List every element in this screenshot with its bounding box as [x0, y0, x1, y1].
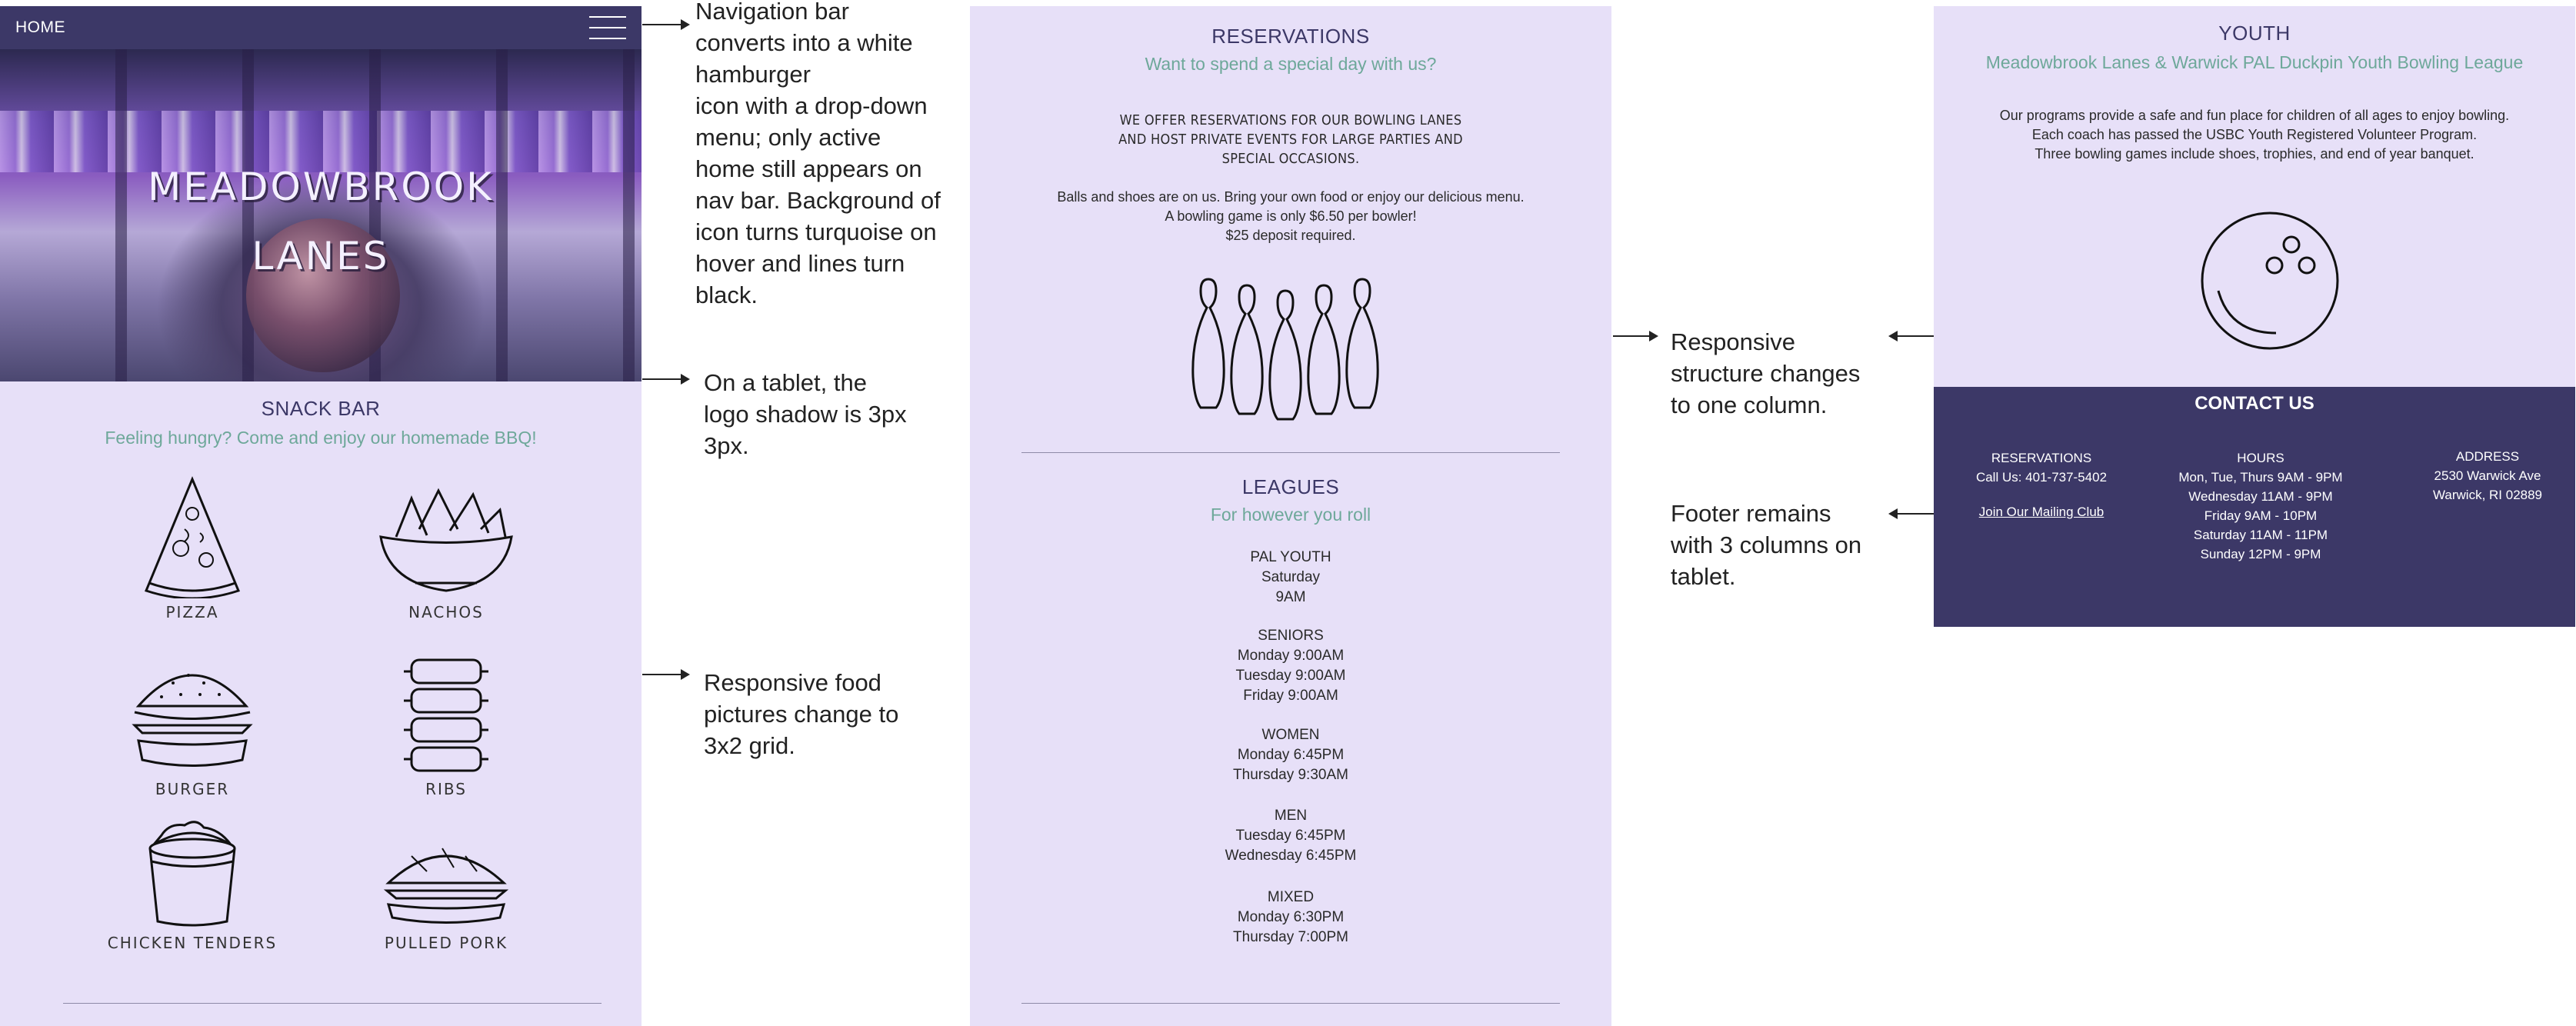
food-label-chicken-tenders: CHICKEN TENDERS: [107, 934, 278, 952]
leagues-title: LEAGUES: [1241, 475, 1340, 498]
section-divider: [1021, 452, 1560, 453]
league-women: WOMEN Monday 6:45PM Thursday 9:30AM: [970, 725, 1611, 785]
pizza-icon: [144, 476, 241, 598]
league-name: PAL YOUTH: [1250, 549, 1331, 565]
tablet-youth-panel: YOUTH Meadowbrook Lanes & Warwick PAL Du…: [1934, 6, 2575, 627]
hero-banner: MEADOWBROOK LANES: [0, 49, 642, 381]
reservations-caps-1: WE OFFER RESERVATIONS FOR OUR BOWLING LA…: [1119, 112, 1462, 128]
footer-col-hours: HOURS Mon, Tue, Thurs 9AM - 9PM Wednesda…: [2161, 448, 2361, 564]
bowling-ball-icon: [2201, 212, 2339, 350]
logo-line-1: MEADOWBROOK: [148, 165, 494, 209]
youth-line-1: Our programs provide a safe and fun plac…: [1999, 108, 2510, 123]
hamburger-menu-icon[interactable]: [589, 16, 626, 39]
league-mixed: MIXED Monday 6:30PM Thursday 7:00PM: [970, 888, 1611, 948]
food-item-burger: BURGER: [115, 652, 269, 821]
food-label-burger: BURGER: [155, 780, 230, 798]
footer-hours-line: Mon, Tue, Thurs 9AM - 9PM: [2178, 470, 2343, 485]
reservations-caps-3: SPECIAL OCCASIONS.: [1221, 151, 1360, 167]
footer-col-reservations: RESERVATIONS Call Us: 401-737-5402 Join …: [1964, 448, 2118, 521]
mailing-club-link[interactable]: Join Our Mailing Club: [1978, 505, 2104, 519]
annotation-nav: Navigation bar converts into a white ham…: [695, 0, 941, 308]
league-name: MIXED: [1267, 889, 1315, 905]
footer-hours-line: Wednesday 11AM - 9PM: [2188, 489, 2333, 504]
reservations-body-1: Balls and shoes are on us. Bring your ow…: [1057, 189, 1525, 205]
reservations-caps-2: AND HOST PRIVATE EVENTS FOR LARGE PARTIE…: [1118, 132, 1463, 148]
footer-addr-title: ADDRESS: [2455, 449, 2520, 464]
youth-title: YOUTH: [2218, 22, 2291, 45]
footer-phone[interactable]: Call Us: 401-737-5402: [1975, 470, 2108, 485]
league-name: MEN: [1274, 808, 1308, 824]
league-time: Thursday 9:30AM: [1233, 767, 1348, 783]
navbar: HOME: [0, 6, 642, 49]
youth-subtitle: Meadowbrook Lanes & Warwick PAL Duckpin …: [1985, 52, 2524, 72]
league-time: Monday 9:00AM: [1237, 648, 1345, 664]
bowling-pins-icon: [1191, 278, 1379, 421]
bowling-ball-image: [246, 218, 400, 372]
league-time: Monday 6:30PM: [1237, 909, 1345, 925]
food-label-ribs: RIBS: [425, 780, 467, 798]
annotation-grid: Responsive food pictures change to 3x2 g…: [704, 669, 899, 759]
annotation-footer: Footer remains with 3 columns on tablet.: [1671, 500, 1862, 590]
league-time: Wednesday 6:45PM: [1225, 848, 1357, 864]
arrow-shadow: [642, 374, 690, 385]
reservations-body-3: $25 deposit required.: [1225, 228, 1356, 243]
league-time: 9AM: [1275, 589, 1306, 605]
section-divider: [1021, 1003, 1560, 1004]
footer-hours-line: Friday 9AM - 10PM: [2204, 508, 2318, 523]
snack-bar-title: SNACK BAR: [261, 397, 381, 420]
league-time: Monday 6:45PM: [1237, 747, 1345, 763]
food-item-chicken-tenders: CHICKEN TENDERS: [108, 814, 275, 983]
league-time: Saturday: [1261, 569, 1321, 585]
footer: CONTACT US RESERVATIONS Call Us: 401-737…: [1934, 387, 2575, 627]
food-item-nachos: NACHOS: [369, 475, 523, 645]
burger-icon: [132, 674, 253, 767]
league-men: MEN Tuesday 6:45PM Wednesday 6:45PM: [970, 806, 1611, 866]
footer-hours-title: HOURS: [2237, 451, 2284, 465]
league-time: Thursday 7:00PM: [1233, 929, 1348, 945]
ribs-icon: [404, 658, 488, 772]
contact-title: CONTACT US: [2194, 393, 2314, 414]
arrow-structure-left: [1888, 331, 1934, 341]
snack-bar-subtitle: Feeling hungry? Come and enjoy our homem…: [105, 428, 537, 448]
footer-res-title: RESERVATIONS: [1991, 451, 2092, 465]
reservations-subtitle: Want to spend a special day with us?: [1145, 54, 1437, 74]
chicken-tenders-icon: [148, 821, 236, 927]
arrow-grid: [642, 669, 690, 680]
footer-hours-line: Saturday 11AM - 11PM: [2193, 528, 2328, 542]
youth-line-2: Each coach has passed the USBC Youth Reg…: [2031, 127, 2478, 142]
footer-hours-line: Sunday 12PM - 9PM: [2200, 547, 2321, 561]
footer-col-address: ADDRESS 2530 Warwick Ave Warwick, RI 028…: [2411, 447, 2564, 505]
food-label-nachos: NACHOS: [408, 603, 484, 621]
logo-line-2: LANES: [252, 234, 390, 278]
tablet-home-panel: HOME MEADOWBROOK LANES SNACK BAR Feeling…: [0, 6, 642, 1026]
league-time: Friday 9:00AM: [1243, 688, 1338, 704]
league-name: WOMEN: [1261, 727, 1320, 743]
leagues-subtitle: For however you roll: [1210, 505, 1371, 525]
footer-addr-1: 2530 Warwick Ave: [2434, 468, 2541, 483]
youth-line-3: Three bowling games include shoes, troph…: [2034, 146, 2474, 162]
league-name: SENIORS: [1258, 628, 1324, 644]
section-divider: [63, 1003, 602, 1004]
league-seniors: SENIORS Monday 9:00AM Tuesday 9:00AM Fri…: [970, 626, 1611, 706]
food-item-pulled-pork: PULLED PORK: [369, 814, 523, 983]
arrow-structure: [1613, 331, 1658, 341]
nav-home-link[interactable]: HOME: [15, 18, 65, 36]
footer-addr-2: Warwick, RI 02889: [2432, 488, 2543, 502]
nachos-icon: [379, 488, 513, 592]
annotation-structure: Responsive structure changes to one colu…: [1671, 328, 1861, 418]
pulled-pork-icon: [383, 848, 509, 924]
tablet-reservations-panel: RESERVATIONS Want to spend a special day…: [970, 6, 1611, 1026]
league-pal-youth: PAL YOUTH Saturday 9AM: [970, 548, 1611, 608]
league-time: Tuesday 9:00AM: [1235, 668, 1346, 684]
food-item-pizza: PIZZA: [115, 475, 269, 645]
food-item-ribs: RIBS: [369, 652, 523, 821]
league-time: Tuesday 6:45PM: [1235, 828, 1346, 844]
food-label-pulled-pork: PULLED PORK: [384, 934, 508, 952]
reservations-body-2: A bowling game is only $6.50 per bowler!: [1165, 208, 1417, 224]
food-label-pizza: PIZZA: [165, 603, 219, 621]
annotation-shadow: On a tablet, the logo shadow is 3px 3px.: [704, 369, 907, 459]
arrow-footer: [1888, 508, 1934, 519]
arrow-nav: [642, 19, 690, 30]
reservations-title: RESERVATIONS: [1211, 25, 1370, 48]
